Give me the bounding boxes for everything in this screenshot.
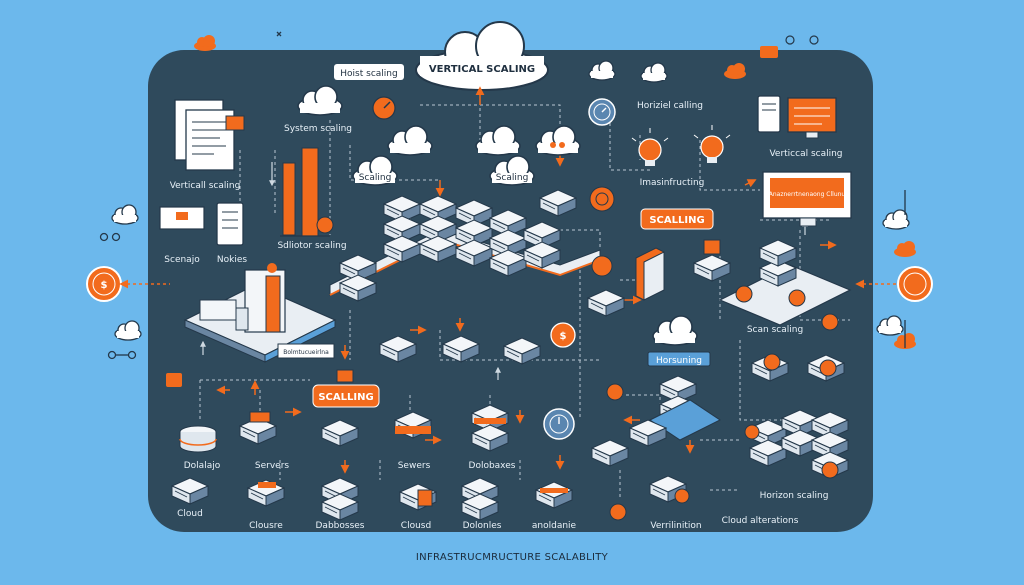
horsuning-tag: Horsuning — [647, 351, 711, 367]
label-cloud-1: Cloud — [177, 509, 203, 519]
label-servers-1: Servers — [255, 461, 290, 471]
label-vertical-scaling-right: Verticcal scaling — [769, 149, 842, 159]
label-cloud-2: Clousd — [401, 521, 431, 531]
label-infrastructure: Imasinfructing — [640, 178, 705, 188]
title-cloud: VERTICAL SCALING — [415, 21, 549, 91]
svg-text:$: $ — [560, 331, 567, 342]
label-vertical-scaling-left: Verticall scaling — [170, 181, 241, 191]
label-clousre: Clousre — [249, 521, 283, 531]
lightbulb-icon — [693, 125, 731, 163]
scaling-pill-top: SCALLING — [640, 208, 714, 230]
dollar-coin-icon: $ — [550, 322, 576, 348]
label-scaling-mid: Scaling — [359, 173, 392, 183]
orange-block — [635, 247, 665, 301]
clock-icon — [543, 408, 575, 440]
svg-text:Hoist scaling: Hoist scaling — [340, 69, 397, 79]
label-dolalajo: Dolalajo — [184, 461, 221, 471]
label-scenajo: Scenajo — [164, 255, 200, 265]
label-horizontal-calling: Horiziel calling — [637, 101, 703, 111]
monitor-icon — [159, 206, 205, 230]
label-cloud-alterations: Cloud alterations — [722, 516, 799, 526]
hoist-scaling-tag: Hoist scaling — [334, 64, 404, 80]
bell-icon — [760, 46, 778, 58]
svg-text:SCALLING: SCALLING — [649, 215, 704, 226]
label-scaling-mid2: Scaling — [496, 173, 529, 183]
tablet-icon — [216, 202, 244, 246]
svg-text:SCALLING: SCALLING — [318, 392, 373, 403]
scaling-pill-bottom: SCALLING — [312, 369, 380, 408]
label-servers-2: Sewers — [398, 461, 431, 471]
label-databases-1: Dolobaxes — [469, 461, 516, 471]
label-horizon-scaling: Horizon scaling — [760, 491, 829, 501]
bottom-row-top — [179, 404, 667, 467]
diagram-title: VERTICAL SCALING — [429, 64, 535, 75]
left-dollar-node: $ — [86, 266, 170, 302]
svg-text:Anaznerrtnenaong Cllunu: Anaznerrtnenaong Cllunu — [769, 191, 846, 198]
right-badge-node — [855, 266, 933, 302]
label-verthnition: Verrilinition — [650, 521, 701, 531]
svg-text:$: $ — [101, 280, 108, 291]
monitor-icon — [787, 97, 837, 139]
gauge-icon — [372, 96, 396, 120]
display-screen: Anaznerrtnenaong Cllunu — [762, 171, 852, 227]
label-scan-scaling: Scan scaling — [747, 325, 803, 335]
bar-chart-icon — [280, 147, 334, 237]
dashboard-tag: Bolmtucueirlna — [277, 343, 335, 359]
tablet-icon — [757, 95, 781, 133]
server-platform-right — [693, 239, 852, 331]
diagram-caption: INFRASTRUCMRUCTURE SCALABLITY — [416, 552, 609, 563]
bottom-row-bottom — [171, 475, 690, 521]
label-dolonles: Dolonles — [463, 521, 502, 531]
label-solution-scaling: Sdliotor scaling — [277, 241, 346, 251]
gauge-icon — [589, 186, 615, 212]
sky-decorations — [99, 31, 916, 360]
label-system-scaling: System scaling — [284, 124, 352, 134]
lightbulb-icon — [631, 128, 669, 166]
clock-icon — [588, 98, 616, 126]
document-stack-icon — [174, 99, 245, 171]
label-nokies: Nokies — [217, 255, 247, 265]
label-dabbosses: Dabbosses — [316, 521, 365, 531]
server-cluster-right-bottom — [744, 353, 849, 479]
link-icon — [99, 232, 137, 360]
svg-text:Bolmtucueirlna: Bolmtucueirlna — [283, 349, 329, 356]
server-tower-right — [649, 375, 721, 441]
svg-text:Horsuning: Horsuning — [656, 356, 702, 366]
label-anotonfe: anoldanie — [532, 521, 577, 531]
